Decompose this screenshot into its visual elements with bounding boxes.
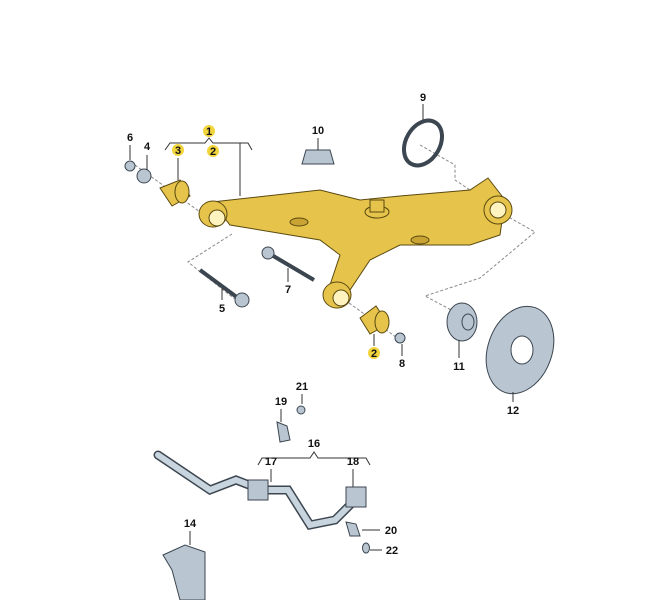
callout-11[interactable]: 11 <box>453 361 465 373</box>
cap-10[interactable] <box>301 149 335 165</box>
callout-1[interactable]: 1 <box>206 126 212 138</box>
callout-6[interactable]: 6 <box>127 132 133 144</box>
wheel-hub-11[interactable] <box>446 302 478 342</box>
callout-labels: 1 2 3 4 5 6 7 2 8 9 10 11 12 14 16 17 18… <box>127 92 519 557</box>
brake-disc-12[interactable] <box>475 297 566 403</box>
callout-19[interactable]: 19 <box>275 396 287 408</box>
callout-2-lower[interactable]: 2 <box>371 348 377 360</box>
leader-lines <box>129 104 514 551</box>
callout-8[interactable]: 8 <box>399 358 405 370</box>
callout-4[interactable]: 4 <box>144 141 151 153</box>
callout-5[interactable]: 5 <box>219 303 225 315</box>
callout-10[interactable]: 10 <box>312 125 324 137</box>
callout-20[interactable]: 20 <box>385 525 397 537</box>
bolt-7[interactable] <box>261 246 316 282</box>
bracket-14[interactable] <box>162 544 206 600</box>
callout-16[interactable]: 16 <box>308 438 320 450</box>
callout-7[interactable]: 7 <box>285 284 291 296</box>
ring-9[interactable] <box>396 114 449 173</box>
callout-18[interactable]: 18 <box>347 456 359 468</box>
bushing-2[interactable] <box>359 305 390 335</box>
clamp-20[interactable] <box>345 521 361 537</box>
washer-4[interactable] <box>136 168 152 184</box>
bolt-21[interactable] <box>296 405 306 415</box>
callout-14[interactable]: 14 <box>184 518 197 530</box>
bolt-22[interactable] <box>362 542 370 554</box>
bush-17[interactable] <box>247 479 269 501</box>
bush-18[interactable] <box>345 486 367 508</box>
anti-roll-bar-16[interactable] <box>153 450 367 531</box>
trailing-arm[interactable] <box>198 177 513 309</box>
clamp-19[interactable] <box>276 421 291 443</box>
callout-9[interactable]: 9 <box>420 92 426 104</box>
nut-8[interactable] <box>394 332 406 344</box>
callout-2[interactable]: 2 <box>210 146 216 158</box>
callout-17[interactable]: 17 <box>265 456 277 468</box>
callout-12[interactable]: 12 <box>507 405 519 417</box>
bushing-3[interactable] <box>159 179 191 207</box>
callout-22[interactable]: 22 <box>386 545 398 557</box>
highlight-markers <box>172 125 380 359</box>
callout-3[interactable]: 3 <box>175 145 181 157</box>
nut-6[interactable] <box>124 160 136 172</box>
bolt-5[interactable] <box>198 268 250 308</box>
callout-21[interactable]: 21 <box>296 381 308 393</box>
